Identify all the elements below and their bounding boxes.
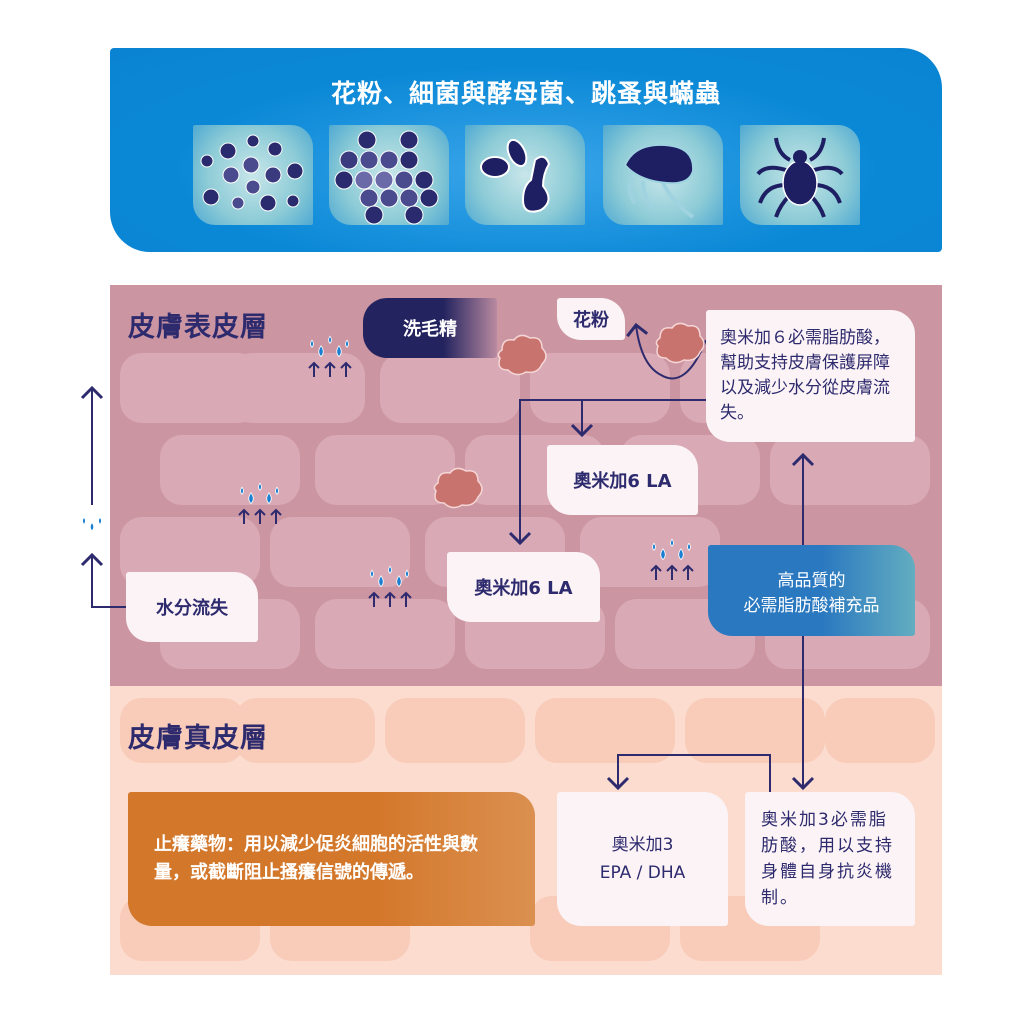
water-drop-icon: [89, 521, 95, 532]
omega6-la-box-2: 奧米加6 LA: [447, 552, 600, 622]
omega3-description: 奧米加3必需脂肪酸，用以支持身體自身抗炎機制。: [745, 792, 915, 926]
supplement-line1: 高品質的: [777, 570, 846, 591]
supplement-line2: 必需脂肪酸補充品: [743, 595, 880, 616]
omega3-box: 奧米加3 EPA / DHA: [557, 792, 728, 926]
flea-icon: [603, 125, 723, 225]
anti-itch-box: 止癢藥物：用以減少促炎細胞的活性與數量，或截斷阻止搔癢信號的傳遞。: [128, 792, 535, 926]
supplement-box: 高品質的 必需脂肪酸補充品: [708, 545, 915, 636]
pollen-label: 花粉: [557, 298, 625, 340]
mite-icon: [740, 125, 860, 225]
water-drop-icon: [82, 516, 86, 525]
water-drop-icon: [98, 516, 102, 525]
pollen-icon: [193, 125, 313, 225]
water-loss-label: 水分流失: [126, 572, 258, 642]
shampoo-label: 洗毛精: [363, 298, 497, 358]
epidermis-title: 皮膚表皮層: [128, 312, 268, 343]
allergen-banner: 花粉、細菌與酵母菌、跳蚤與蟎蟲: [110, 48, 942, 252]
omega6-description: 奧米加６必需脂肪酸，幫助支持皮膚保護屏障以及減少水分從皮膚流失。: [706, 310, 915, 442]
omega3-line1: 奧米加3: [611, 835, 674, 855]
banner-title: 花粉、細菌與酵母菌、跳蚤與蟎蟲: [330, 79, 721, 108]
omega6-la-box-1: 奧米加6 LA: [547, 445, 698, 515]
omega3-line2: EPA / DHA: [599, 863, 686, 883]
dermis-title: 皮膚真皮層: [128, 723, 268, 754]
bacteria-cluster-icon: [329, 125, 449, 225]
yeast-icon: [465, 125, 585, 225]
